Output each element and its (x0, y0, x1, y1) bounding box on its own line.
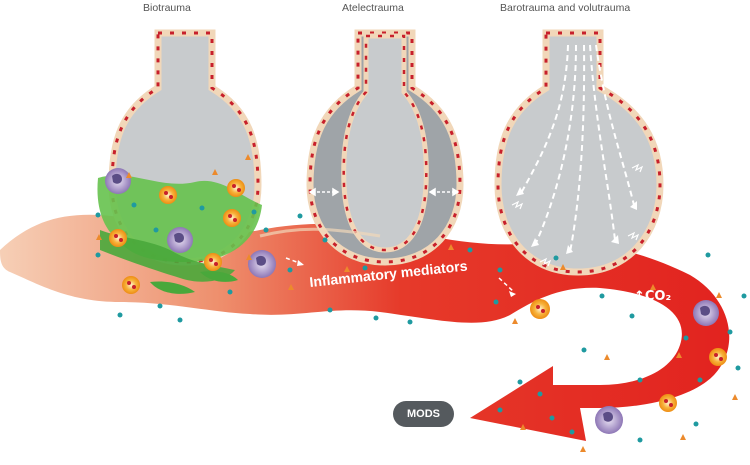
macrophage-icon (105, 168, 719, 434)
neutrophil-icon (109, 179, 727, 412)
atelectrauma-alveolus (306, 29, 464, 266)
barotrauma-title: Barotrauma and volutrauma (500, 2, 631, 14)
biotrauma-alveolus (97, 29, 262, 294)
mediator-dot-icon (95, 202, 747, 443)
airflow-arrow-icon (519, 44, 635, 253)
biotrauma-title: Biotrauma (143, 2, 191, 14)
mediator-triangle-icon (96, 154, 738, 452)
wall-arrow-icon (308, 187, 460, 197)
mods-badge: MODS (393, 401, 454, 427)
co2-label: ↑CO₂ (634, 289, 671, 304)
o2-label: ↓O₂ (582, 305, 610, 320)
barotrauma-alveolus (494, 29, 664, 276)
atelectrauma-title: Atelectrauma (342, 2, 404, 14)
